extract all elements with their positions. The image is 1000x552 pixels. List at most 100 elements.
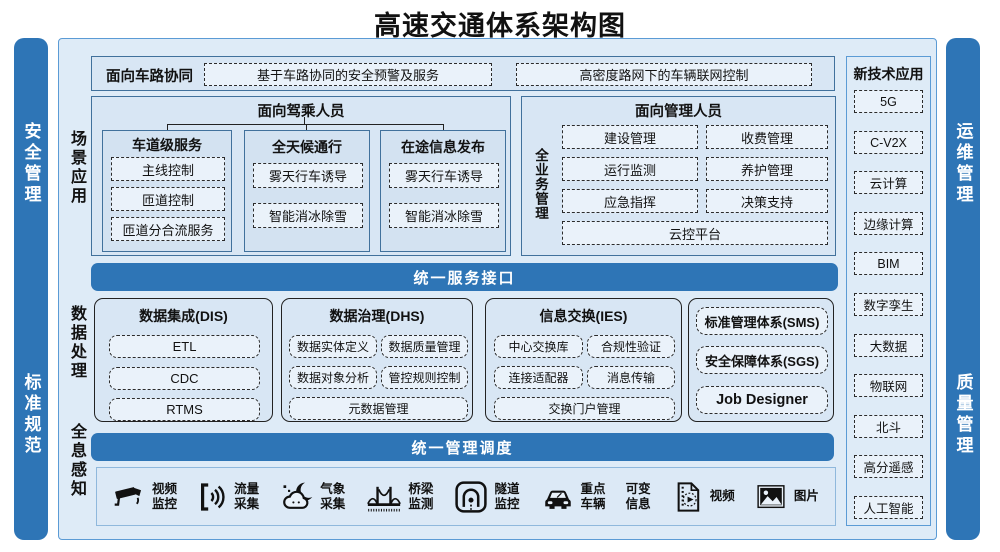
sensor-bridge-monitoring: 桥梁监测 (365, 480, 435, 514)
ies-item: 连接适配器 (494, 366, 583, 389)
connector-line (167, 124, 168, 130)
group-item: 雾天行车诱导 (253, 163, 363, 188)
connector-line (306, 124, 307, 130)
sensor-key-vehicles: 重点车辆 (540, 480, 608, 514)
dhs-item: 管控规则控制 (381, 366, 468, 389)
sensor-label: 图片 (793, 489, 819, 504)
group-item: 匝道控制 (111, 187, 225, 211)
group-item: 智能消冰除雪 (389, 203, 499, 228)
drivers-section: 面向驾乘人员 车道级服务 主线控制 匝道控制 匝道分合流服务 全天候通行 雾天行… (91, 96, 511, 256)
dhs-item: 数据对象分析 (289, 366, 377, 389)
sensor-picture: 图片 (753, 480, 819, 514)
new-tech-item: 物联网 (854, 374, 923, 397)
connector-line (167, 124, 444, 125)
manager-item: 应急指挥 (562, 189, 698, 213)
manager-wide-item: 云控平台 (562, 221, 828, 245)
new-tech-item: 云计算 (854, 171, 923, 194)
row-label-perception: 全息感知 (68, 423, 85, 499)
row-label-scenario: 场景应用 (68, 130, 85, 206)
tunnel-icon (455, 480, 488, 513)
flow-collect-icon (201, 482, 225, 511)
quality-management-label: 质量管理 (953, 372, 973, 457)
sensor-variable-info: 可变信息 (626, 482, 653, 512)
bridge-icon (367, 486, 402, 511)
dhs-wide-item: 元数据管理 (289, 397, 468, 420)
unified-management-dispatch-bar: 统一管理调度 (91, 433, 834, 461)
sgs-item: 安全保障体系(SGS) (696, 346, 828, 374)
sensor-video: 视频 (671, 479, 735, 515)
sensor-label: 流量采集 (234, 481, 260, 511)
perception-sensor-row: 视频监控 流量采集 (96, 467, 836, 526)
new-tech-item: 5G (854, 90, 923, 113)
operations-management-label: 运维管理 (953, 121, 973, 206)
sensor-label: 隧道监控 (494, 481, 520, 511)
all-business-label: 全业务管理 (533, 147, 548, 221)
managers-section: 面向管理人员 全业务管理 建设管理 收费管理 运行监测 养护管理 应急指挥 决策… (521, 96, 836, 256)
info-exchange-box: 信息交换(IES) 中心交换库 合规性验证 连接适配器 消息传输 交换门户管理 (485, 298, 682, 422)
dis-item: CDC (109, 367, 260, 390)
connector-line (443, 124, 444, 130)
vehicle-road-section: 面向车路协同 基于车路协同的安全预警及服务 高密度路网下的车辆联网控制 (91, 56, 835, 91)
manager-item: 决策支持 (706, 189, 828, 213)
group-item: 主线控制 (111, 157, 225, 181)
group-item: 智能消冰除雪 (253, 203, 363, 228)
new-tech-item: C-V2X (854, 131, 923, 154)
lane-service-group: 车道级服务 主线控制 匝道控制 匝道分合流服务 (102, 130, 232, 252)
right-side-bar: 运维管理 质量管理 (946, 38, 980, 540)
new-tech-item: 边缘计算 (854, 212, 923, 235)
new-tech-item: BIM (854, 252, 923, 275)
dhs-item: 数据实体定义 (289, 335, 377, 358)
sensor-label: 视频监控 (152, 481, 178, 511)
manager-item: 收费管理 (706, 125, 828, 149)
new-tech-item: 大数据 (854, 334, 923, 357)
sensor-label: 气象采集 (320, 481, 346, 511)
manager-item: 运行监测 (562, 157, 698, 181)
standards-label: 标准规范 (21, 372, 41, 457)
connector-line (304, 117, 305, 124)
all-weather-group: 全天候通行 雾天行车诱导 智能消冰除雪 (244, 130, 370, 252)
box-title: 数据集成(DIS) (139, 308, 228, 324)
unified-service-interface-bar: 统一服务接口 (91, 263, 838, 291)
safety-management-label: 安全管理 (21, 121, 41, 206)
group-item: 匝道分合流服务 (111, 217, 225, 241)
ies-item: 中心交换库 (494, 335, 583, 358)
new-tech-column: 新技术应用 5G C-V2X 云计算 边缘计算 BIM 数字孪生 大数据 物联网… (846, 56, 931, 526)
group-item: 雾天行车诱导 (389, 163, 499, 188)
dis-item: RTMS (109, 398, 260, 421)
box-title: 信息交换(IES) (539, 308, 628, 324)
sensor-label: 重点车辆 (580, 481, 606, 511)
en-route-info-group: 在途信息发布 雾天行车诱导 智能消冰除雪 (380, 130, 506, 252)
new-tech-item: 数字孪生 (854, 293, 923, 316)
main-panel: 场景应用 数据处理 全息感知 面向车路协同 基于车路协同的安全预警及服务 高密度… (58, 38, 937, 540)
dis-item: ETL (109, 335, 260, 358)
vehicle-road-item: 高密度路网下的车辆联网控制 (516, 63, 812, 86)
sensor-label: 可变信息 (625, 481, 651, 511)
sensor-label: 桥梁监测 (408, 481, 434, 511)
left-side-bar: 安全管理 标准规范 (14, 38, 48, 540)
vehicle-icon (544, 490, 571, 509)
new-tech-title: 新技术应用 (853, 66, 924, 82)
cctv-icon (114, 486, 142, 506)
job-designer-item: Job Designer (696, 386, 828, 414)
manager-item: 建设管理 (562, 125, 698, 149)
new-tech-item: 人工智能 (854, 496, 923, 519)
ies-item: 消息传输 (587, 366, 675, 389)
sensor-weather-collection: 气象采集 (279, 479, 347, 515)
sensor-tunnel-monitoring: 隧道监控 (453, 479, 521, 515)
sensor-label: 视频 (709, 489, 735, 504)
vehicle-road-label: 面向车路协同 (106, 69, 193, 85)
data-governance-box: 数据治理(DHS) 数据实体定义 数据质量管理 数据对象分析 管控规则控制 元数… (281, 298, 473, 422)
sensor-video-surveillance: 视频监控 (113, 480, 179, 514)
drivers-section-title: 面向驾乘人员 (257, 104, 345, 120)
systems-box: 标准管理体系(SMS) 安全保障体系(SGS) Job Designer (688, 298, 834, 422)
box-title: 数据治理(DHS) (329, 308, 425, 324)
vehicle-road-item: 基于车路协同的安全预警及服务 (204, 63, 492, 86)
dhs-item: 数据质量管理 (381, 335, 468, 358)
new-tech-item: 北斗 (854, 415, 923, 438)
sensor-flow-collection: 流量采集 (197, 480, 261, 514)
group-title: 车道级服务 (132, 137, 202, 153)
page-title: 高速交通体系架构图 (374, 11, 626, 41)
video-file-icon (677, 481, 699, 512)
picture-icon (757, 484, 785, 508)
